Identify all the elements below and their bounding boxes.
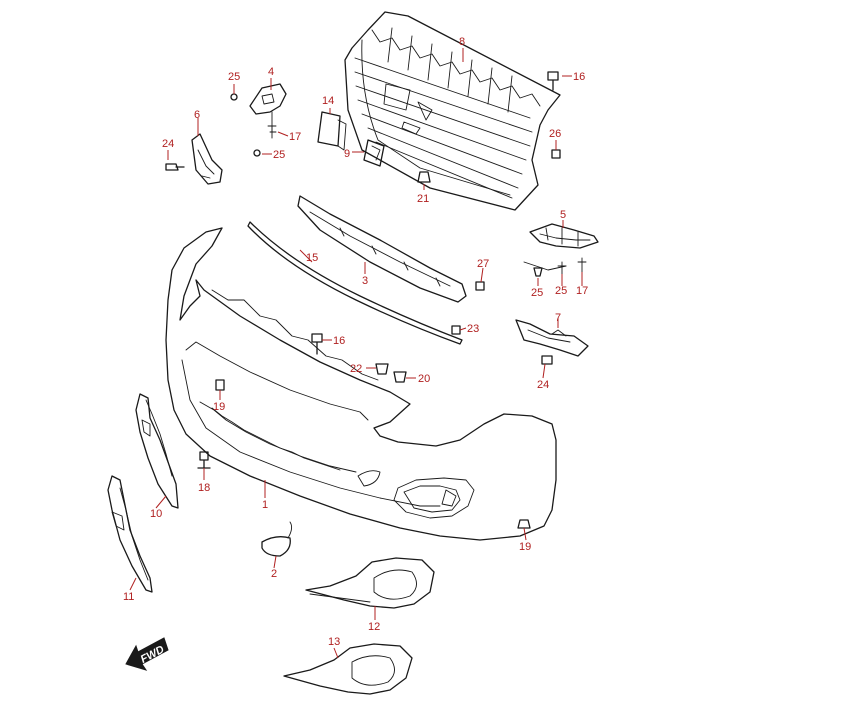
screw-17-right — [577, 257, 587, 273]
fwd-label: FWD — [139, 644, 167, 666]
callout-10: 10 — [150, 508, 162, 520]
clip-23 — [451, 325, 461, 335]
callouts: 8 16 26 21 9 14 4 25 17 25 6 24 5 15 3 2… — [123, 36, 588, 648]
callout-24-right: 24 — [537, 379, 549, 391]
callout-6: 6 — [194, 109, 200, 121]
callout-16-mid: 16 — [333, 335, 345, 347]
callout-9: 9 — [344, 148, 350, 160]
screw-25-mid — [253, 149, 261, 157]
callout-1: 1 — [262, 499, 268, 511]
callout-15: 15 — [306, 252, 318, 264]
part-5-bracket — [529, 223, 599, 249]
part-4-bracket — [249, 83, 287, 133]
bolt-16-mid — [311, 333, 323, 355]
callout-2: 2 — [271, 568, 277, 580]
part-2-cover — [261, 521, 293, 557]
part-9-emblem — [363, 139, 385, 167]
screw-24-left — [165, 163, 185, 171]
part-10-trim — [135, 393, 179, 509]
callout-3: 3 — [362, 275, 368, 287]
clip-19-left — [215, 379, 225, 391]
clip-26 — [551, 149, 561, 159]
callout-24-left: 24 — [162, 138, 174, 150]
callout-18: 18 — [198, 482, 210, 494]
callout-16-top: 16 — [573, 71, 585, 83]
callout-5: 5 — [560, 209, 566, 221]
callout-11: 11 — [123, 591, 134, 603]
bracket-leaderline — [523, 261, 567, 271]
callout-23: 23 — [467, 323, 479, 335]
callout-25-top: 25 — [228, 71, 240, 83]
screw-25-right-b — [557, 261, 567, 275]
callout-13: 13 — [328, 636, 340, 648]
leader-lines — [129, 48, 583, 659]
callout-14: 14 — [322, 95, 334, 107]
part-1-bumper — [165, 227, 557, 541]
callout-27: 27 — [477, 258, 489, 270]
callout-26: 26 — [549, 128, 561, 140]
callout-25-right: 25 — [531, 287, 543, 299]
screw-27 — [475, 281, 485, 291]
callout-20: 21 — [417, 193, 429, 205]
bolt-16-top — [547, 71, 559, 91]
callout-17-top: 17 — [289, 131, 301, 143]
callout-17-right: 17 — [576, 285, 588, 297]
part-20-clip — [417, 171, 431, 183]
callout-19-right: 19 — [519, 541, 531, 553]
screw-25-top — [230, 93, 238, 101]
part-14-tag — [317, 111, 347, 151]
screw-25-right — [533, 267, 543, 277]
clip-22 — [393, 371, 407, 383]
part-8-grille — [344, 11, 561, 211]
callout-22: 20 — [418, 373, 430, 385]
forward-arrow-icon: FWD — [125, 637, 169, 671]
callout-25-mid: 25 — [273, 149, 285, 161]
screw-24-right — [541, 355, 553, 365]
callout-19-left: 19 — [213, 401, 225, 413]
part-7-bracket — [515, 319, 589, 357]
clip-19-right — [517, 519, 531, 529]
screw-17-top — [267, 125, 277, 139]
part-3-beam — [297, 195, 467, 303]
clip-21 — [375, 363, 389, 375]
part-12-fog-trim — [305, 557, 435, 609]
part-13-fog-trim — [283, 643, 413, 695]
part-15-strip — [247, 221, 463, 345]
callout-8: 8 — [459, 36, 465, 48]
fasteners — [165, 71, 587, 529]
callout-25-right-b: 25 — [555, 285, 567, 297]
callout-12: 12 — [368, 621, 380, 633]
part-11-trim — [107, 475, 153, 593]
screw-18 — [197, 451, 211, 469]
callout-21: 22 — [350, 363, 362, 375]
part-6-bracket — [191, 133, 223, 185]
callout-4: 4 — [268, 66, 274, 78]
callout-7: 7 — [555, 312, 561, 324]
